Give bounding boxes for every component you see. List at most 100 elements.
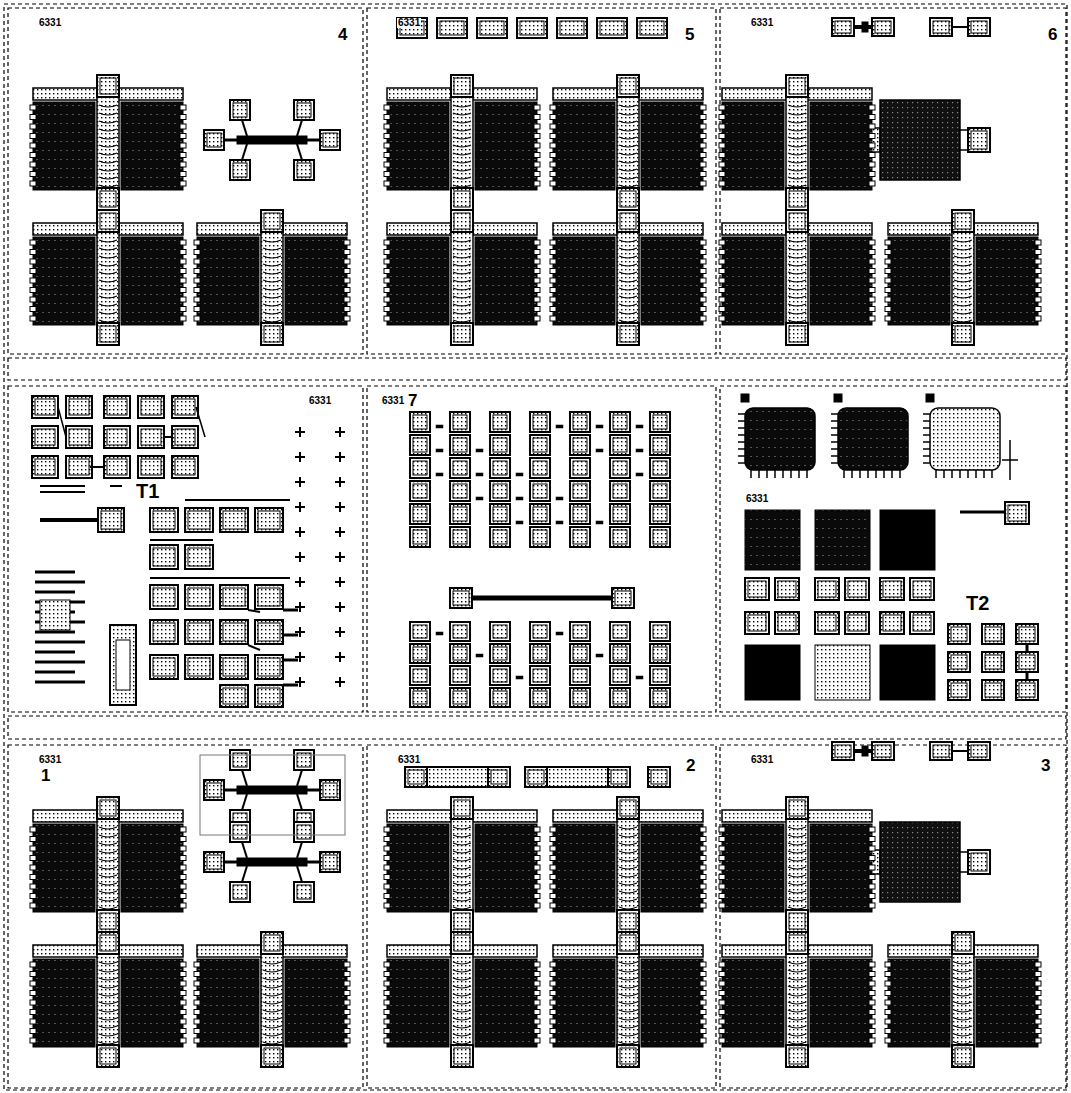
finger-wave (954, 280, 972, 282)
comb-finger (180, 865, 186, 870)
pad-window (454, 1048, 470, 1064)
finger-wave (453, 1042, 471, 1044)
comb-finger (700, 181, 706, 186)
bond-pad (617, 75, 639, 97)
finger-wave (453, 875, 471, 877)
pad-window (453, 591, 469, 605)
comb-finger (700, 143, 706, 148)
comb-finger (869, 1000, 875, 1005)
bond-pad (450, 412, 470, 432)
comb-finger (700, 269, 706, 274)
finger-wave (453, 891, 471, 893)
cell-number: T1 (135, 481, 160, 501)
comb-finger (30, 153, 36, 158)
finger-wave (619, 256, 637, 258)
finger-wave (788, 1010, 806, 1012)
bond-pad (98, 508, 124, 532)
finger-wave (453, 137, 471, 139)
comb-finger (194, 307, 200, 312)
small-element (636, 473, 643, 476)
bond-pad (530, 644, 550, 663)
pad-window (533, 625, 547, 638)
pad-window (573, 530, 587, 544)
pad-window (453, 507, 467, 521)
bond-pad (230, 882, 250, 902)
cell-number: 3 (1040, 757, 1051, 774)
comb-finger (534, 865, 540, 870)
bond-pad (220, 685, 248, 707)
gate-finger (786, 87, 808, 193)
gate-finger (786, 809, 808, 915)
chip-pin (951, 470, 953, 478)
finger-wave (619, 264, 637, 266)
pad-window (611, 770, 627, 784)
pad-window (207, 855, 221, 869)
bond-pad (832, 742, 854, 760)
comb-finger (550, 1019, 556, 1024)
pad-window (264, 326, 280, 342)
bond-pad (97, 323, 119, 345)
bond-pad (608, 767, 630, 787)
comb-finger (194, 240, 200, 245)
test-cell: 63317 (367, 386, 716, 712)
bond-pad (220, 620, 248, 644)
small-element (862, 746, 868, 756)
finger-wave (788, 978, 806, 980)
finger-wave (788, 129, 806, 131)
comb-finger (550, 162, 556, 167)
small-element (636, 449, 643, 452)
pad-window (153, 588, 175, 606)
pad-window (107, 459, 127, 475)
finger-wave (788, 296, 806, 298)
comb-finger (30, 269, 36, 274)
chip-pin (831, 413, 838, 415)
comb-finger (384, 1010, 390, 1015)
pad-window (818, 581, 836, 597)
comb-finger (30, 297, 36, 302)
pad-window (789, 913, 805, 929)
comb-finger (700, 115, 706, 120)
comb-finger (180, 846, 186, 851)
pad-window (413, 461, 427, 475)
pad-window (533, 415, 547, 429)
pad-window (223, 623, 245, 641)
comb-finger (869, 134, 875, 139)
metal-line (1026, 644, 1029, 652)
comb-finger (719, 307, 725, 312)
pad-window (323, 855, 337, 869)
pad-window (233, 825, 247, 839)
chip-pin (899, 470, 901, 478)
bond-pad (437, 18, 467, 38)
comb-finger (30, 903, 36, 908)
bond-pad (786, 910, 808, 932)
comb-finger (534, 250, 540, 255)
finger-wave (788, 1042, 806, 1044)
comb-finger (869, 865, 875, 870)
pad-window (413, 484, 427, 498)
finger-wave (99, 280, 117, 282)
cell-code: 6331 (750, 18, 774, 28)
bond-pad (525, 767, 547, 787)
comb-finger (180, 1029, 186, 1034)
finger-wave (788, 875, 806, 877)
test-stripe (35, 571, 75, 574)
chip-pin (967, 470, 969, 478)
pad-window (1019, 627, 1035, 641)
comb-finger (534, 827, 540, 832)
bond-pad (490, 622, 510, 641)
chip-pin (851, 470, 853, 478)
finger-wave (954, 1026, 972, 1028)
pad-window (613, 507, 627, 521)
alignment-mark (299, 677, 301, 687)
finger-wave (263, 1010, 281, 1012)
comb-finger (869, 143, 875, 148)
finger-wave (99, 1018, 117, 1020)
finger-wave (453, 272, 471, 274)
cell-number: 2 (685, 757, 696, 774)
pad-window (454, 913, 470, 929)
comb-finger (384, 846, 390, 851)
test-cell: 63312 (367, 745, 716, 1088)
pad-window (573, 647, 587, 660)
finger-wave (619, 827, 637, 829)
bond-pad (450, 644, 470, 663)
